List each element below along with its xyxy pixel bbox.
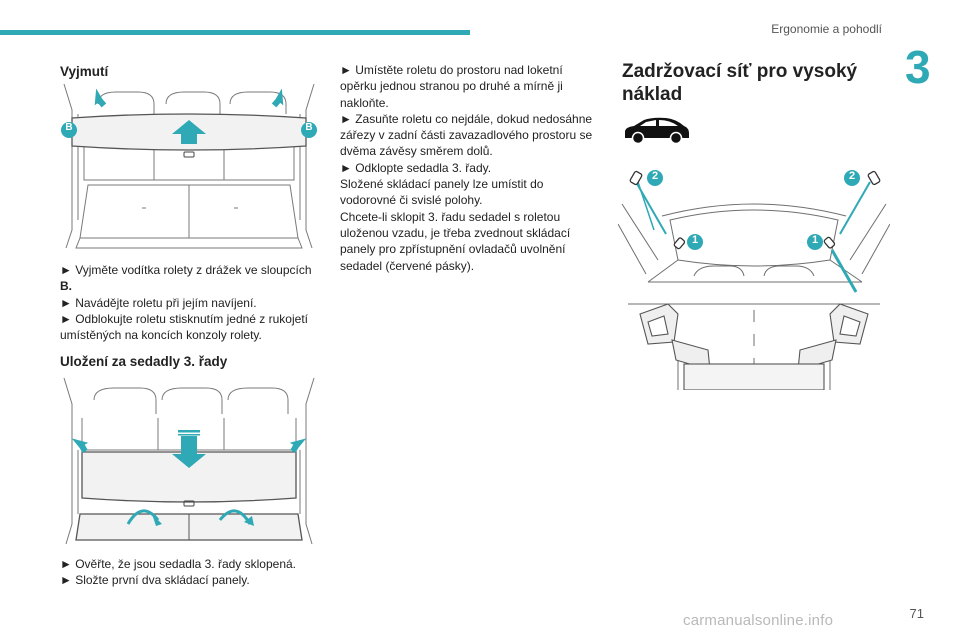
removal-line-1: ► Vyjměte vodítka rolety z drážek ve slo… bbox=[60, 263, 312, 277]
callout-2-right: 2 bbox=[848, 170, 856, 182]
col2-line-5: zářezy v zadní části zavazadlového prost… bbox=[340, 128, 593, 143]
callout-1-right: 1 bbox=[811, 234, 819, 246]
callout-1-left: 1 bbox=[691, 234, 699, 246]
storage-instructions: ► Ověřte, že jsou sedadla 3. řady sklope… bbox=[60, 556, 328, 589]
car-silhouette-icon bbox=[622, 114, 692, 146]
figure-cover-storage bbox=[58, 374, 320, 550]
section-heading-removal-wrap: Vyjmutí bbox=[60, 64, 325, 80]
section-heading-storage: Uložení za sedadly 3. řady bbox=[60, 354, 228, 369]
col2-line-12: panely pro zpřístupnění ovladačů uvolněn… bbox=[340, 242, 566, 257]
section-heading-removal: Vyjmutí bbox=[60, 64, 109, 79]
col2-line-8: Složené skládací panely lze umístit do bbox=[340, 177, 544, 192]
removal-line-5: umístěných na koncích konzoly rolety. bbox=[60, 328, 262, 343]
net-heading-line-1: Zadržovací síť pro vysoký bbox=[622, 61, 858, 82]
callout-b-right: B bbox=[305, 122, 313, 133]
callout-b-left: B bbox=[65, 122, 73, 133]
page-number: 71 bbox=[909, 606, 924, 621]
col2-line-10: Chcete-li sklopit 3. řadu sedadel s role… bbox=[340, 209, 561, 224]
chapter-number: 3 bbox=[905, 41, 931, 93]
col2-line-11: uloženou vzadu, je třeba zvednout skláda… bbox=[340, 225, 571, 240]
col2-line-4: ► Zasuňte roletu co nejdále, dokud nedos… bbox=[340, 111, 593, 126]
removal-line-3: ► Navádějte roletu při jejím navíjení. bbox=[60, 295, 257, 310]
running-title: Ergonomie a pohodlí bbox=[771, 22, 882, 36]
removal-line-2: B. bbox=[60, 279, 72, 294]
storage-instructions-continued: ► Umístěte roletu do prostoru nad loketn… bbox=[340, 62, 605, 274]
removal-instructions: ► Vyjměte vodítka rolety z drážek ve slo… bbox=[60, 262, 328, 343]
col2-line-7: ► Odklopte sedadla 3. řady. bbox=[340, 160, 492, 175]
figure-cargo-net: 2 2 1 1 bbox=[618, 164, 890, 390]
col2-line-9: vodorovné či svislé polohy. bbox=[340, 193, 483, 208]
net-section-heading: Zadržovací síť pro vysoký náklad bbox=[622, 60, 892, 106]
removal-line-4: ► Odblokujte roletu stisknutím jedné z r… bbox=[60, 311, 308, 326]
col2-line-2: opěrku jednou stranou po druhé a mírně j… bbox=[340, 79, 563, 94]
col2-line-1: ► Umístěte roletu do prostoru nad loketn… bbox=[340, 63, 563, 77]
col2-line-3: nakloňte. bbox=[340, 95, 389, 110]
storage-line-2: ► Složte první dva skládací panely. bbox=[60, 573, 250, 588]
figure-cover-removal: B B bbox=[58, 80, 320, 260]
net-heading-line-2: náklad bbox=[622, 84, 683, 105]
section-heading-storage-wrap: Uložení za sedadly 3. řady bbox=[60, 354, 328, 370]
col2-line-6: dvěma závěsy směrem dolů. bbox=[340, 144, 493, 159]
header-rule bbox=[0, 30, 470, 35]
callout-2-left: 2 bbox=[651, 170, 659, 182]
site-watermark[interactable]: carmanualsonline.info bbox=[683, 612, 834, 629]
storage-line-1: ► Ověřte, že jsou sedadla 3. řady sklope… bbox=[60, 557, 297, 571]
col2-line-13: sedadel (červené pásky). bbox=[340, 258, 475, 273]
